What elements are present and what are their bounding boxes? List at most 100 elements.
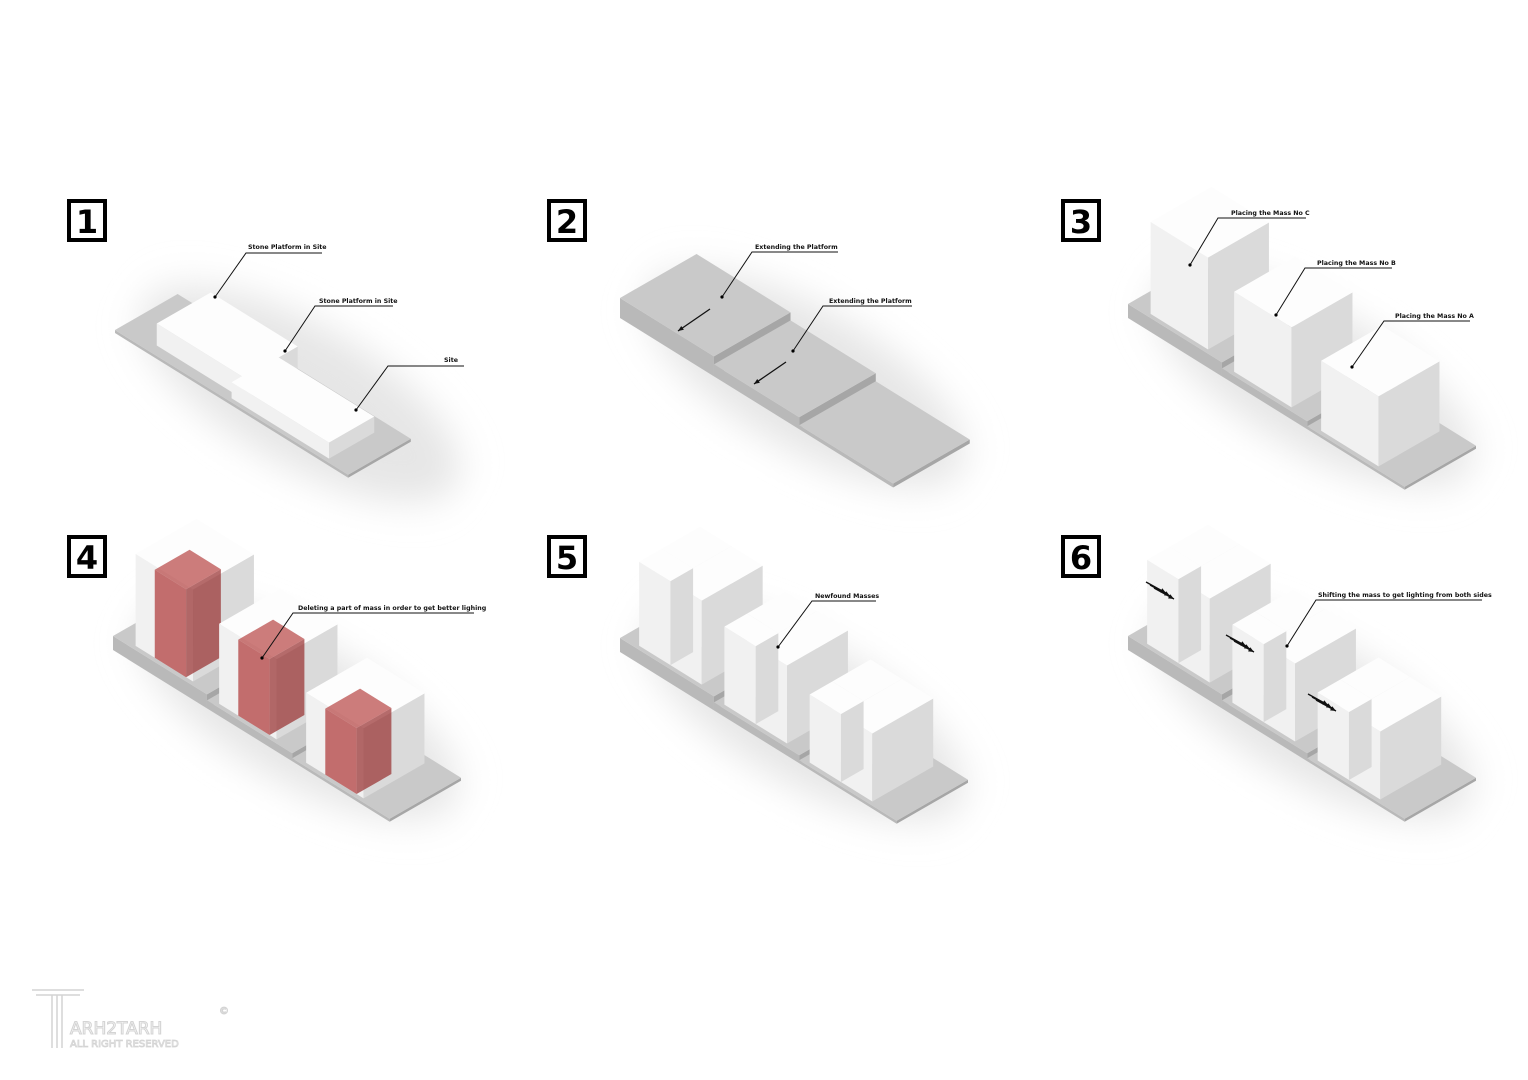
mass-c-front-top-face: [639, 548, 694, 582]
site-plate-side-face: [348, 438, 411, 478]
model-step-1: [115, 292, 411, 478]
mass-c-front-face: [1150, 221, 1209, 350]
mass-a-front: [809, 681, 864, 782]
stone-platform-b-front-face: [231, 382, 330, 459]
mass-a: [1321, 325, 1440, 467]
step-1-number: 1: [67, 199, 107, 242]
base-step-3-side-face: [896, 779, 968, 824]
step-3-number: 3: [1061, 199, 1101, 242]
mass-a-deleted-volume-top-face: [325, 688, 392, 729]
mass-b-back-top-face: [1255, 589, 1325, 632]
svg-text:Newfound Masses: Newfound Masses: [815, 593, 879, 600]
model-step-4: [113, 518, 461, 822]
mass-b-side-top-face: [1263, 609, 1356, 664]
annotation-site: Site: [354, 357, 464, 412]
mass-a-front: [1317, 679, 1372, 780]
mass-c-back-top-face: [661, 526, 732, 569]
platform-step-1-front-face: [620, 298, 714, 377]
mass-b-side-top-face: [755, 611, 848, 666]
mass-a-top-face: [1321, 325, 1440, 397]
platform-step-2-front-face: [713, 364, 800, 430]
annotation-stone-platform-1: Stone Platform in Site: [213, 244, 327, 299]
svg-text:ARH2TARH: ARH2TARH: [70, 1019, 162, 1039]
mass-c-top-face: [1150, 186, 1269, 258]
mass-a-front-front-face: [1317, 692, 1349, 780]
mass-c-front-side-face: [670, 568, 694, 666]
extend-arrow-1-head: [678, 325, 684, 331]
annotation-newfound: Newfound Masses: [776, 593, 879, 649]
base-step-2-front-face: [1221, 368, 1308, 430]
svg-text:3: 3: [1070, 203, 1092, 241]
mass-a-front-side-face: [1348, 699, 1372, 780]
svg-text:ALL RIGHT RESERVED: ALL RIGHT RESERVED: [70, 1039, 179, 1050]
mass-a-deleted-volume-side-face: [356, 708, 392, 795]
mass-a-front-top-face: [809, 681, 864, 714]
base-step-1-front-face: [620, 638, 714, 711]
svg-text:2: 2: [556, 203, 578, 241]
platform-step-3: [799, 381, 970, 488]
base-step-1-front-face: [1128, 304, 1222, 377]
model-step-6: [1128, 524, 1476, 822]
svg-text:Site: Site: [444, 357, 458, 364]
mass-c-back-top-face: [1169, 524, 1240, 567]
svg-text:Stone Platform in Site: Stone Platform in Site: [248, 244, 327, 251]
site-plate-front-face: [115, 330, 349, 478]
annotation-mass-b: Placing the Mass No B: [1274, 260, 1396, 317]
mass-a-back-top-face: [832, 659, 902, 701]
svg-text:©: ©: [219, 1006, 229, 1017]
step-2-number: 2: [547, 199, 587, 242]
svg-text:5: 5: [556, 539, 578, 577]
mass-b-deleted-volume-side-face: [269, 639, 305, 736]
annotation-deleting: Deleting a part of mass in order to get …: [260, 605, 486, 660]
base-step-1-front-face: [113, 636, 207, 709]
svg-text:Placing the Mass No B: Placing the Mass No B: [1317, 260, 1396, 267]
svg-text:Placing the Mass No C: Placing the Mass No C: [1231, 210, 1310, 217]
mass-a-back-top-face: [1340, 657, 1410, 699]
platform-step-1-top-face: [620, 254, 791, 357]
mass-b-front-side-face: [1263, 631, 1287, 723]
stone-platform-b: [231, 356, 375, 459]
mass-b-front-side-face: [755, 633, 779, 725]
svg-text:Extending the Platform: Extending the Platform: [829, 298, 912, 305]
step-6-number: 6: [1061, 535, 1101, 578]
mass-c-deleted-volume: [154, 549, 221, 678]
annotation-mass-a: Placing the Mass No A: [1350, 313, 1474, 369]
svg-text:6: 6: [1070, 539, 1092, 577]
svg-text:Stone Platform in Site: Stone Platform in Site: [319, 298, 398, 305]
base-step-3-front-face: [1307, 426, 1405, 490]
svg-text:4: 4: [76, 539, 98, 577]
mass-b-front: [724, 613, 779, 725]
step-5-number: 5: [547, 535, 587, 578]
annotation-shifting: Shifting the mass to get lighting from b…: [1285, 592, 1492, 648]
annotation-extending-2: Extending the Platform: [791, 298, 912, 353]
svg-text:Placing the Mass No A: Placing the Mass No A: [1395, 313, 1474, 320]
mass-b-deleted-volume-front-face: [238, 639, 270, 736]
stone-platform-a-top-face: [156, 292, 298, 378]
base-step-3-front-face: [292, 758, 390, 822]
stone-platform-b-top-face: [231, 356, 375, 443]
mass-b-top-face: [1234, 256, 1353, 328]
mass-c-side-top-face: [670, 546, 763, 601]
mass-a-front-side-face: [840, 701, 864, 782]
mass-c-front-side-face: [1178, 566, 1202, 664]
step-4-number: 4: [67, 535, 107, 578]
platform-step-3-front-face: [799, 425, 894, 488]
mass-c-deleted-volume-front-face: [154, 569, 187, 678]
mass-a-front-front-face: [809, 694, 841, 782]
mass-a-front-top-face: [1317, 679, 1372, 712]
svg-text:1: 1: [76, 203, 98, 241]
annotation-stone-platform-2: Stone Platform in Site: [283, 298, 398, 353]
mass-b-front-top-face: [1232, 611, 1287, 645]
base-step-3-side-face: [1404, 445, 1476, 490]
mass-a-front-face: [1321, 360, 1379, 467]
platform-step-3-side-face: [893, 439, 970, 488]
stone-platform-a-front-face: [156, 323, 244, 400]
mass-b-back-top-face: [747, 591, 817, 634]
base-step-3-side-face: [1404, 777, 1476, 822]
light-arrow-3-3-head: [1330, 706, 1336, 711]
svg-text:Deleting a part of mass in ord: Deleting a part of mass in order to get …: [298, 605, 486, 612]
mass-a-side-side-face: [1380, 696, 1442, 800]
annotation-mass-c: Placing the Mass No C: [1188, 210, 1310, 267]
mass-b-front-top-face: [724, 613, 779, 647]
